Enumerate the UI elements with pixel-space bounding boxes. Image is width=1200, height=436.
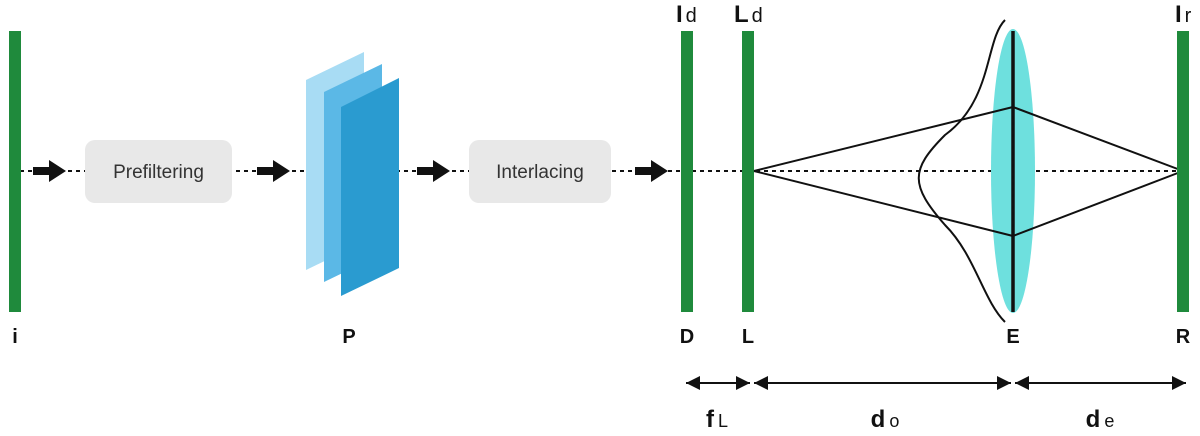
panel-label: P [342, 326, 355, 348]
retina-plane [1177, 31, 1189, 312]
panel-stack [306, 52, 399, 296]
gaussian-curve [917, 19, 1006, 323]
lens-array-plane [742, 31, 754, 312]
display-label: D [680, 326, 694, 348]
right-arrow-icon [257, 160, 290, 182]
input-plane-label: i [12, 326, 18, 348]
prefiltering-label: Prefiltering [113, 162, 204, 183]
interlacing-stage: Interlacing [469, 140, 611, 203]
lens-array-label: L [742, 326, 754, 348]
prefiltering-stage: Prefiltering [85, 140, 232, 203]
interlacing-label: Interlacing [496, 162, 584, 183]
eye-lens-label: E [1006, 326, 1019, 348]
ray-lines [753, 106, 1184, 237]
right-arrow-icon [417, 160, 450, 182]
input-plane [9, 31, 21, 312]
panel-front [341, 78, 399, 296]
right-arrow-icon [635, 160, 668, 182]
retina-label: R [1176, 326, 1191, 348]
right-arrow-icon [33, 160, 66, 182]
display-plane [681, 31, 693, 312]
